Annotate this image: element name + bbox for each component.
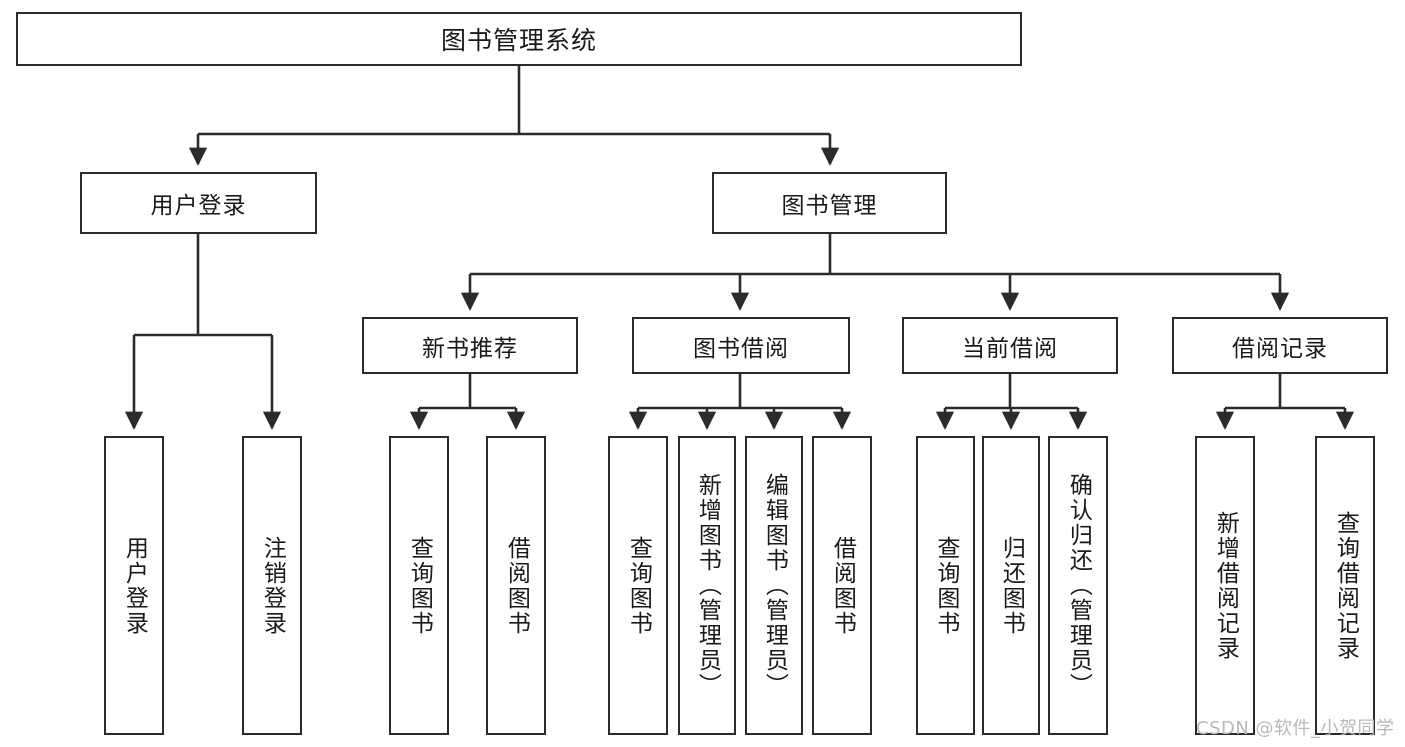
node-label: 确认归还（管理员） <box>1065 473 1092 698</box>
node-label: 查询图书 <box>625 535 652 636</box>
node-label: 归还图书 <box>998 535 1025 636</box>
node-label: 用户登录 <box>150 193 247 219</box>
node-borrow-record[interactable]: 借阅记录 <box>1172 317 1388 374</box>
node-label: 查询借阅记录 <box>1332 510 1359 661</box>
node-label: 图书借阅 <box>693 335 789 362</box>
node-label: 新书推荐 <box>422 335 518 362</box>
node-root-system[interactable]: 图书管理系统 <box>16 12 1022 66</box>
node-label: 当前借阅 <box>962 335 1058 362</box>
node-label: 借阅图书 <box>829 535 856 636</box>
node-label: 编辑图书（管理员） <box>761 473 788 698</box>
node-label: 借阅图书 <box>503 535 530 636</box>
leaf-add-book-admin[interactable]: 新增图书（管理员） <box>678 436 736 735</box>
node-label: 新增图书（管理员） <box>694 473 721 698</box>
leaf-confirm-return-admin[interactable]: 确认归还（管理员） <box>1048 436 1108 735</box>
node-book-borrow[interactable]: 图书借阅 <box>632 317 850 374</box>
leaf-add-borrow-record[interactable]: 新增借阅记录 <box>1195 436 1255 735</box>
node-label: 查询图书 <box>932 535 959 636</box>
node-label: 用户登录 <box>121 535 148 636</box>
leaf-query-borrow-record[interactable]: 查询借阅记录 <box>1315 436 1375 735</box>
node-current-borrow[interactable]: 当前借阅 <box>902 317 1118 374</box>
node-label: 注销登录 <box>259 535 286 636</box>
leaf-edit-book-admin[interactable]: 编辑图书（管理员） <box>745 436 803 735</box>
node-label: 新增借阅记录 <box>1212 510 1239 661</box>
leaf-logout[interactable]: 注销登录 <box>242 436 302 735</box>
node-new-book-recommend[interactable]: 新书推荐 <box>362 317 578 374</box>
leaf-return-book[interactable]: 归还图书 <box>982 436 1040 735</box>
node-book-management[interactable]: 图书管理 <box>712 172 947 234</box>
node-label: 借阅记录 <box>1232 335 1328 362</box>
leaf-query-book-borrow[interactable]: 查询图书 <box>608 436 668 735</box>
leaf-query-book-recommend[interactable]: 查询图书 <box>389 436 449 735</box>
node-label: 图书管理系统 <box>440 26 597 55</box>
leaf-borrow-book-recommend[interactable]: 借阅图书 <box>486 436 546 735</box>
node-user-login[interactable]: 用户登录 <box>80 172 317 234</box>
node-label: 图书管理 <box>781 193 878 219</box>
node-label: 查询图书 <box>406 535 433 636</box>
leaf-borrow-book[interactable]: 借阅图书 <box>812 436 872 735</box>
watermark: CSDN @软件_小贺同学 <box>1196 718 1395 739</box>
leaf-user-login[interactable]: 用户登录 <box>104 436 164 735</box>
leaf-query-book-current[interactable]: 查询图书 <box>916 436 975 735</box>
